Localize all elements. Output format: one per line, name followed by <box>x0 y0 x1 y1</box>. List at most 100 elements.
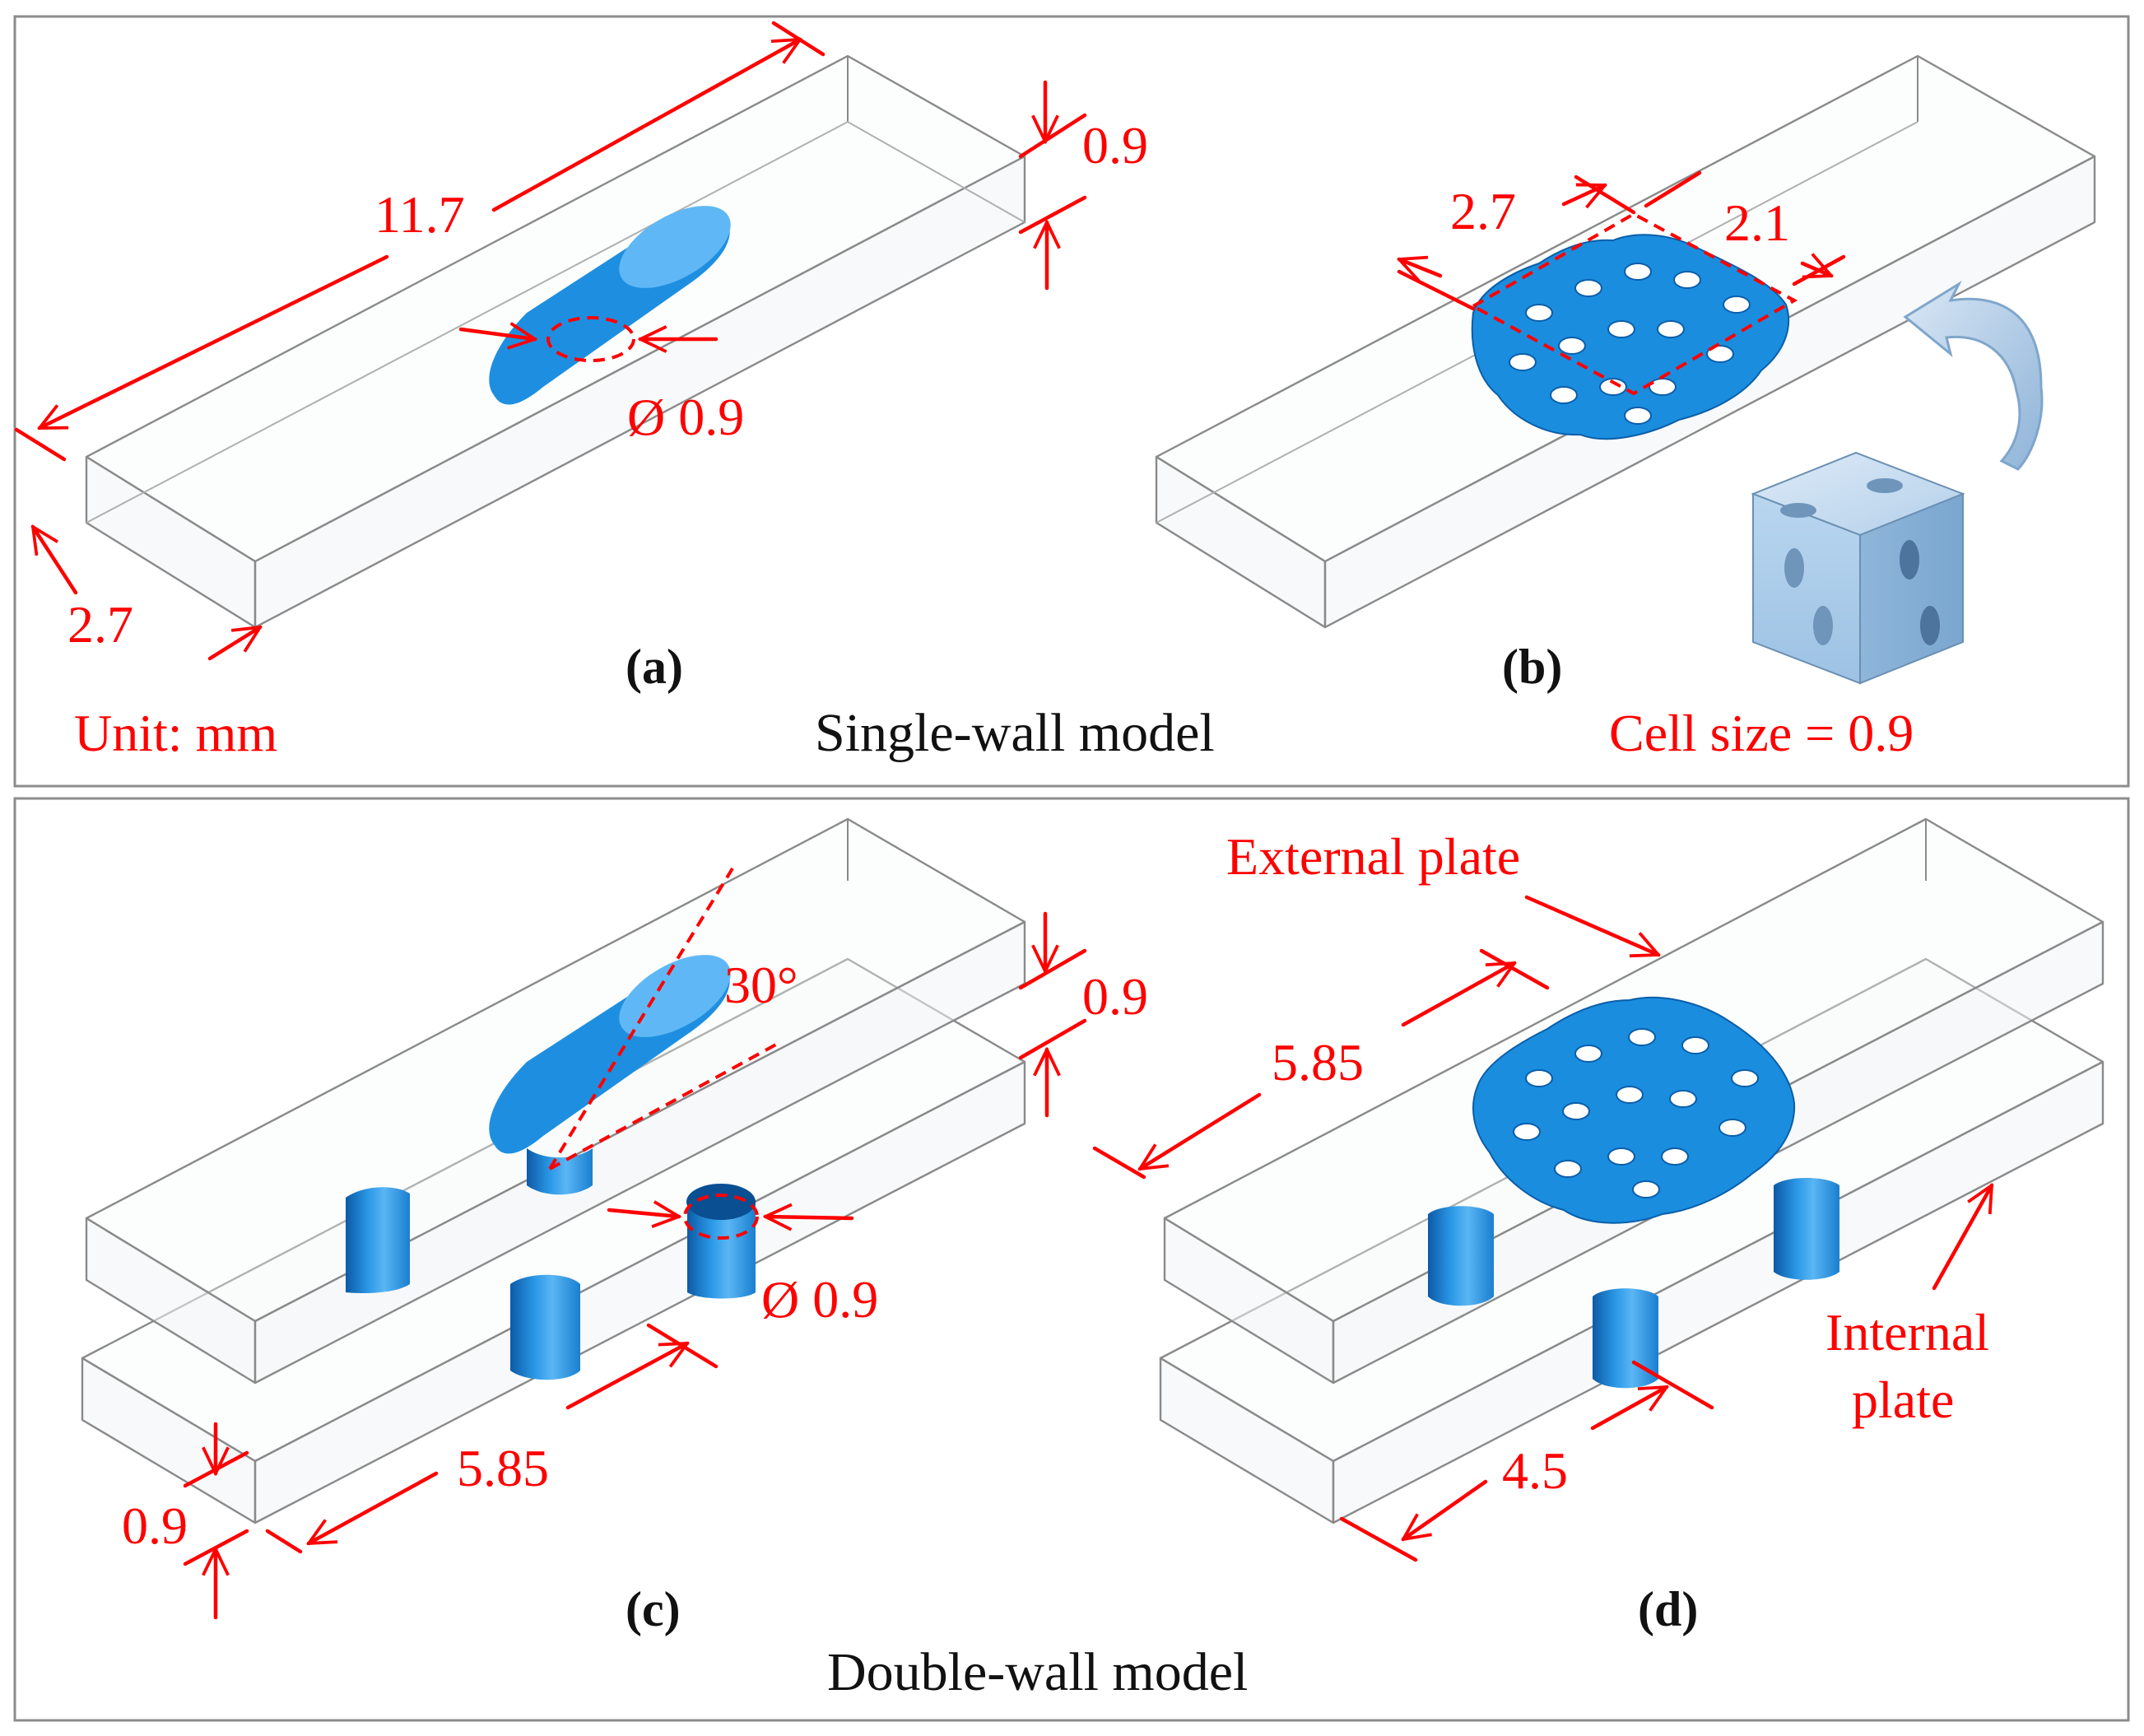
lattice-d-hole <box>1525 1069 1553 1087</box>
hole-d-internal <box>1593 1288 1658 1389</box>
dim-c-0-9-top-ext <box>1018 948 1087 990</box>
panel-c-holes <box>346 955 759 1380</box>
lattice-b-hole <box>1723 296 1751 314</box>
dim-c-bottom-ext-top <box>183 1450 249 1488</box>
hole-c-right <box>687 1192 756 1299</box>
dim-d-5-85-ext-left <box>1092 1146 1146 1180</box>
label-internal-line1: Internal <box>1825 1303 1989 1361</box>
lattice-b-hole <box>1599 378 1627 396</box>
cube-pore <box>1867 478 1903 493</box>
dim-lattice-width-2-1: 2.1 <box>1724 193 1790 252</box>
gyroid-lattice-b <box>1471 234 1790 440</box>
panel-c-tag: (c) <box>626 1582 681 1636</box>
bottom-panel-frame <box>13 797 2130 1722</box>
slab-a-hidden-edge-2 <box>847 121 1025 223</box>
cube-pore <box>1813 606 1833 645</box>
inclined-hole-c-opening <box>619 955 731 1037</box>
dim-11-7-arrow-right <box>491 37 800 212</box>
lattice-d-hole <box>1607 1147 1635 1166</box>
bottom-subtitle: Double-wall model <box>827 1642 1248 1702</box>
gyroid-lattice-d <box>1472 996 1796 1224</box>
dim-d-4-5-ext-right <box>1631 1360 1714 1410</box>
lattice-b-hole <box>1509 353 1537 371</box>
bottom-panel: 30° 0.9 Ø 0.9 5.85 0.9 (c) <box>13 797 2130 1722</box>
lattice-b-hole <box>1673 271 1701 289</box>
label-external-plate: External plate <box>1226 827 1520 886</box>
label-internal-line2: plate <box>1852 1371 1954 1429</box>
dim-c-hole-diameter: Ø 0.9 <box>761 1270 878 1329</box>
dim-d-5-85-arrow-right <box>1401 961 1514 1027</box>
unit-cell-cube <box>1751 451 1965 685</box>
top-panel: 11.7 0.9 Ø 0.9 2.7 (a) <box>13 15 2130 788</box>
panel-b-tag: (b) <box>1502 640 1562 694</box>
lattice-b-hole <box>1558 337 1586 355</box>
dim-c-top-thickness: 0.9 <box>1082 967 1148 1026</box>
dim-c-dia-arrow-left <box>607 1210 679 1217</box>
lattice-b-hole <box>1649 378 1677 396</box>
lattice-d-hole <box>1661 1147 1689 1166</box>
lattice-d-body <box>1472 996 1796 1224</box>
cube-pore <box>1920 606 1940 645</box>
hole-c-left <box>346 1187 410 1293</box>
lattice-b-hole <box>1624 263 1652 281</box>
plate-d-internal-side <box>1332 1060 2104 1524</box>
panel-d-holes <box>1428 1178 1839 1389</box>
panel-c-dimensions: 30° 0.9 Ø 0.9 5.85 0.9 <box>122 867 1148 1620</box>
panel-b-dimensions: 2.7 2.1 <box>1399 170 1846 396</box>
lattice-d-hole <box>1628 1028 1656 1046</box>
lattice-b-hole <box>1550 386 1578 404</box>
hole-c-top-stub <box>527 1148 593 1195</box>
panel-a-tag: (a) <box>626 640 683 694</box>
dim-b-2-7-arrow-left <box>1399 259 1443 276</box>
dim-angle-30: 30° <box>724 956 798 1014</box>
dim-5-85-arrow-right <box>565 1341 687 1410</box>
curved-arrow-icon <box>1903 280 2044 471</box>
lattice-d-hole <box>1718 1119 1746 1137</box>
plate-c-internal-side <box>253 1060 1026 1524</box>
hole-a-diameter-circle <box>546 316 635 362</box>
angle-ref-line-1 <box>548 867 734 1171</box>
dim-d-4-5-arrow-right <box>1590 1385 1667 1431</box>
lattice-b-hole <box>1657 320 1685 338</box>
dim-hole-diameter-a: Ø 0.9 <box>627 388 744 446</box>
dim-thickness-0-9: 0.9 <box>1082 116 1148 175</box>
top-subtitle: Single-wall model <box>815 703 1215 763</box>
dim-5-85-arrow-left <box>309 1471 439 1546</box>
inclined-hole-opening <box>619 206 731 288</box>
dim-dia-arrow-left <box>458 329 535 339</box>
angle-ref-line-2 <box>549 1040 783 1171</box>
lattice-d-hole <box>1513 1123 1541 1141</box>
inclined-hole-a <box>489 206 731 405</box>
dim-d-4-5-ext-left <box>1339 1516 1418 1562</box>
dim-width-2-7: 2.7 <box>67 595 133 654</box>
lattice-d-hole <box>1616 1086 1644 1104</box>
cube-pore <box>1900 540 1919 579</box>
panel-d-annotations: External plate Internal plate 5.85 4.5 <box>1092 827 1994 1562</box>
dim-d-lattice-offset: 5.85 <box>1272 1033 1364 1091</box>
dim-b-2-1-arrow <box>1800 263 1831 276</box>
dim-0-9-top-ext <box>1018 113 1087 159</box>
hole-c-internal <box>510 1274 580 1380</box>
lattice-b-hole <box>1574 279 1602 297</box>
dim-d-hole-spacing: 4.5 <box>1502 1441 1568 1500</box>
hole-d-left <box>1428 1206 1494 1306</box>
lattice-d-hole <box>1731 1069 1759 1087</box>
cell-size-note: Cell size = 0.9 <box>1609 704 1914 762</box>
lattice-b-hole <box>1607 320 1635 338</box>
dim-11-7-arrow-left <box>40 254 389 431</box>
dim-11-7-ext-left <box>14 427 67 462</box>
dim-d-5-85-ext-right <box>1479 948 1550 990</box>
dim-d-5-85-arrow-left <box>1140 1092 1262 1169</box>
cube-pore <box>1780 503 1816 518</box>
lattice-d-hole <box>1681 1036 1709 1054</box>
dim-b-2-7-ext-right <box>1574 175 1636 215</box>
lattice-d-hole <box>1632 1180 1660 1198</box>
lattice-b-outline <box>1472 212 1798 396</box>
dim-lattice-length-2-7: 2.7 <box>1450 182 1516 240</box>
dim-b-2-1-ext-left <box>1644 170 1702 208</box>
lattice-d-hole <box>1554 1160 1582 1178</box>
unit-note: Unit: mm <box>74 704 277 762</box>
dim-length-11-7: 11.7 <box>374 185 465 244</box>
slab-a-hidden-edge <box>86 121 849 524</box>
